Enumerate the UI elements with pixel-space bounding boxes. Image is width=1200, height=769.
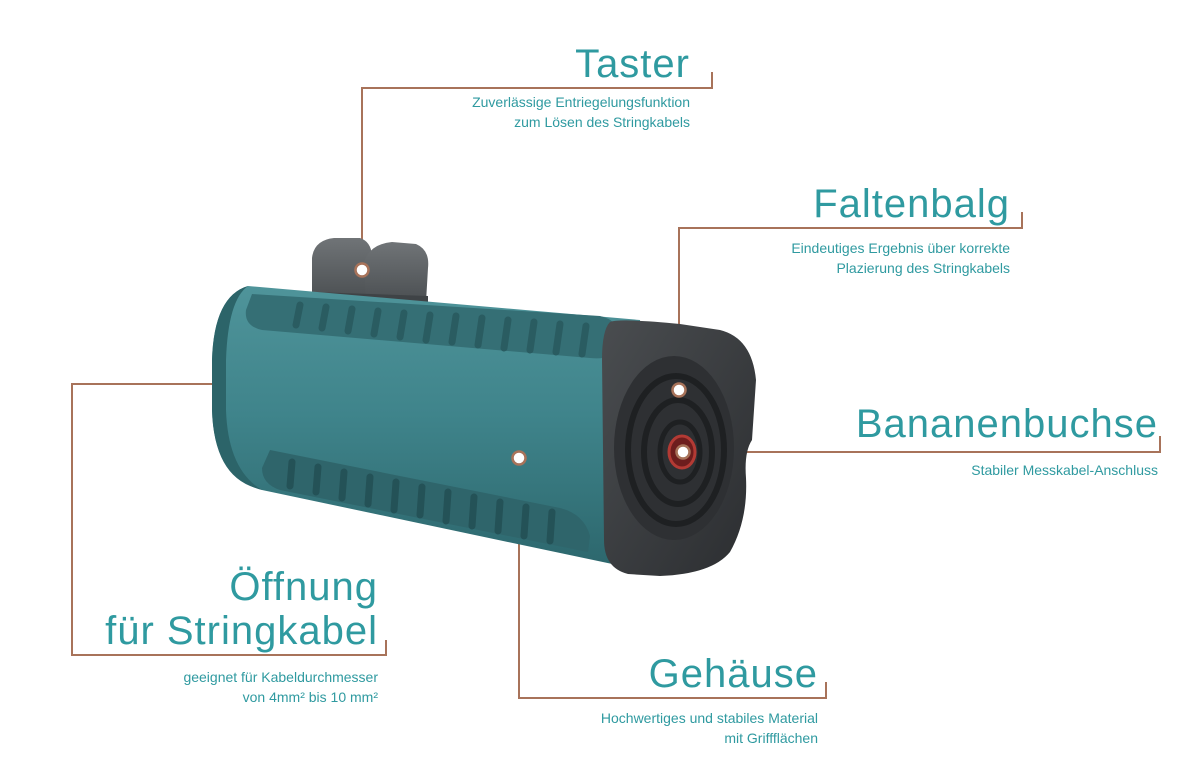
callout-taster: Taster Zuverlässige Entriegelungsfunktio… (472, 42, 690, 132)
callout-title: Faltenbalg (813, 182, 1010, 226)
dot-taster (354, 262, 370, 278)
leader-taster (361, 72, 713, 268)
callout-faltenbalg: Faltenbalg Eindeutiges Ergebnis über kor… (791, 182, 1010, 278)
housing (212, 286, 650, 572)
desc-line: von 4mm² bis 10 mm² (242, 689, 378, 705)
desc-line: Hochwertiges und stabiles Material (600, 710, 818, 726)
desc-line: Stabiler Messkabel-Anschluss (971, 462, 1158, 478)
callout-title: Gehäuse (648, 652, 818, 696)
callout-desc: geeignet für Kabeldurchmesser von 4mm² b… (105, 667, 378, 707)
desc-line: zum Lösen des Stringkabels (514, 114, 690, 130)
leader-gehaeuse (518, 458, 827, 699)
dot-faltenbalg (671, 382, 687, 398)
callout-bananenbuchse: Bananenbuchse Stabiler Messkabel-Anschlu… (856, 402, 1158, 480)
callout-desc: Hochwertiges und stabiles Material mit G… (601, 708, 818, 748)
callout-title: Öffnung für Stringkabel (105, 565, 378, 653)
desc-line: mit Griffflächen (724, 730, 818, 746)
desc-line: Eindeutiges Ergebnis über korrekte (791, 240, 1010, 256)
title-line: Öffnung (229, 565, 378, 609)
callout-gehaeuse: Gehäuse Hochwertiges und stabiles Materi… (601, 652, 818, 748)
callout-title: Bananenbuchse (855, 402, 1158, 446)
leader-oeffnung (71, 383, 387, 656)
desc-line: Plazierung des Stringkabels (836, 260, 1010, 276)
title-line: für Stringkabel (105, 609, 378, 653)
callout-title: Taster (575, 42, 690, 86)
dot-bananenbuchse (675, 444, 691, 460)
callout-desc: Eindeutiges Ergebnis über korrekte Plazi… (791, 238, 1010, 278)
desc-line: geeignet für Kabeldurchmesser (183, 669, 378, 685)
callout-desc: Zuverlässige Entriegelungsfunktion zum L… (472, 92, 690, 132)
callout-dots (354, 262, 691, 466)
dot-gehaeuse (511, 450, 527, 466)
desc-line: Zuverlässige Entriegelungsfunktion (472, 94, 690, 110)
leader-faltenbalg (678, 212, 1023, 388)
leader-lines (71, 72, 1161, 699)
callout-desc: Stabiler Messkabel-Anschluss (856, 460, 1158, 480)
callout-oeffnung: Öffnung für Stringkabel geeignet für Kab… (105, 565, 378, 707)
leader-bananenbuchse (683, 436, 1161, 453)
